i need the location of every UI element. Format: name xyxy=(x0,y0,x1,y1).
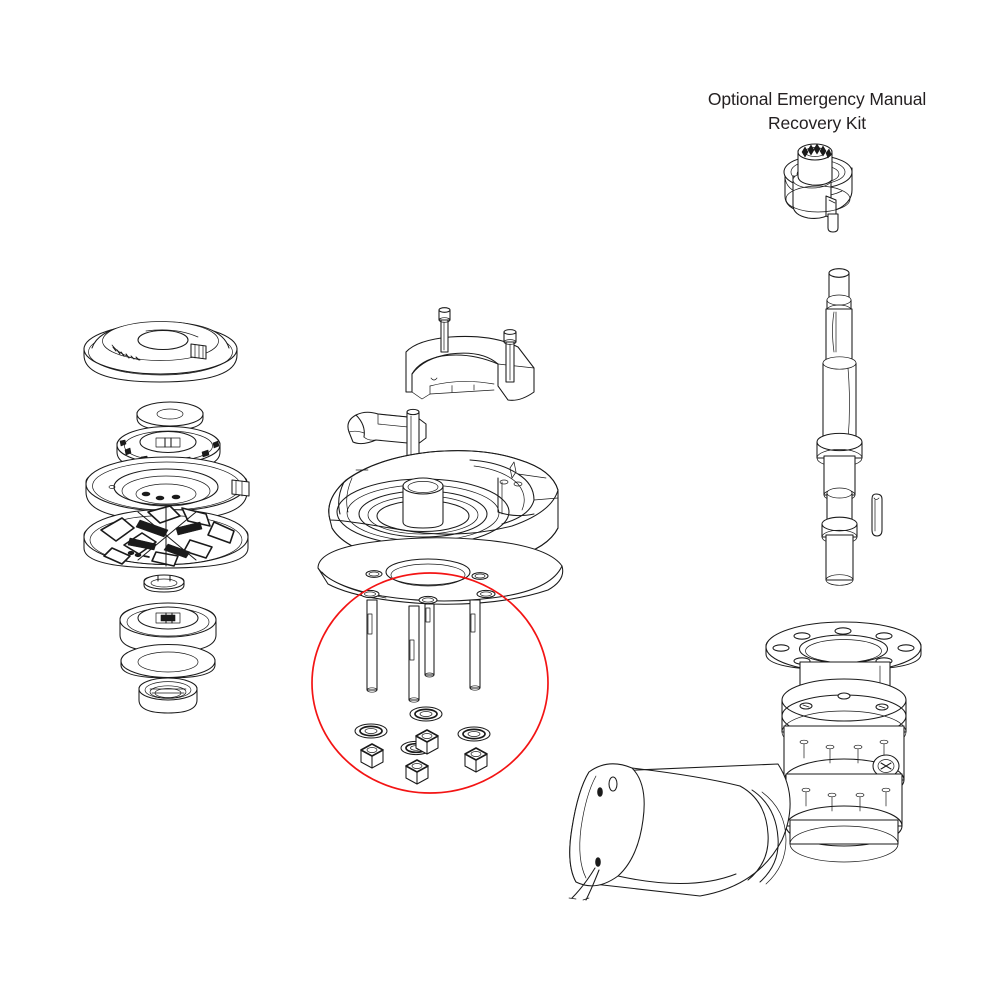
caption-line-2: Recovery Kit xyxy=(768,113,866,133)
gearbox-drain-plug xyxy=(872,754,900,778)
flat-washer xyxy=(457,726,491,742)
gearbox-ribs-lower xyxy=(801,787,891,812)
flat-washer xyxy=(409,706,443,722)
clutch-cone xyxy=(119,602,217,653)
callout-highlight-ellipse xyxy=(311,572,549,794)
mounting-flange xyxy=(317,537,564,605)
drive-shaft xyxy=(816,268,863,586)
caption-line-1: Optional Emergency Manual xyxy=(708,89,926,109)
cap-lug xyxy=(190,343,207,360)
mounting-studs xyxy=(366,599,481,703)
gearbox-body xyxy=(781,661,907,863)
snap-ring xyxy=(143,574,185,593)
motor-leads xyxy=(568,867,600,901)
cap-washer xyxy=(136,401,204,431)
socket-hub xyxy=(797,143,833,186)
stripper-bolt-left xyxy=(438,307,451,353)
center-boss xyxy=(402,477,444,529)
chain-gypsy xyxy=(83,456,250,569)
mounting-stud xyxy=(366,599,378,693)
mounting-stud xyxy=(469,599,481,691)
flat-washer-large xyxy=(120,643,216,679)
fastener-hardware xyxy=(354,706,491,785)
shaft-key xyxy=(871,493,883,537)
chain-stripper-cover xyxy=(405,335,535,401)
electric-motor xyxy=(568,763,791,901)
kit-handle-pin xyxy=(825,195,839,233)
gearbox-ring-bolts xyxy=(799,692,889,711)
stripper-bolt-right xyxy=(503,329,517,383)
top-cap xyxy=(83,321,238,383)
recovery-kit-group xyxy=(783,143,853,233)
mounting-stud xyxy=(408,605,420,703)
gypsy-cast-marking xyxy=(127,550,150,558)
hex-lock-nut xyxy=(415,729,439,755)
hex-lock-nut xyxy=(405,759,429,785)
lock-nut-threads xyxy=(149,688,187,694)
mounting-stud xyxy=(424,603,435,678)
gypsy-chain-pockets xyxy=(100,505,235,567)
cap-knurl-band xyxy=(111,329,199,361)
hex-lock-nut xyxy=(360,743,384,769)
caption-block: Optional Emergency Manual Recovery Kit xyxy=(708,89,926,133)
lock-nut xyxy=(138,677,198,714)
hex-lock-nut xyxy=(464,747,488,773)
flat-washer xyxy=(354,723,388,739)
